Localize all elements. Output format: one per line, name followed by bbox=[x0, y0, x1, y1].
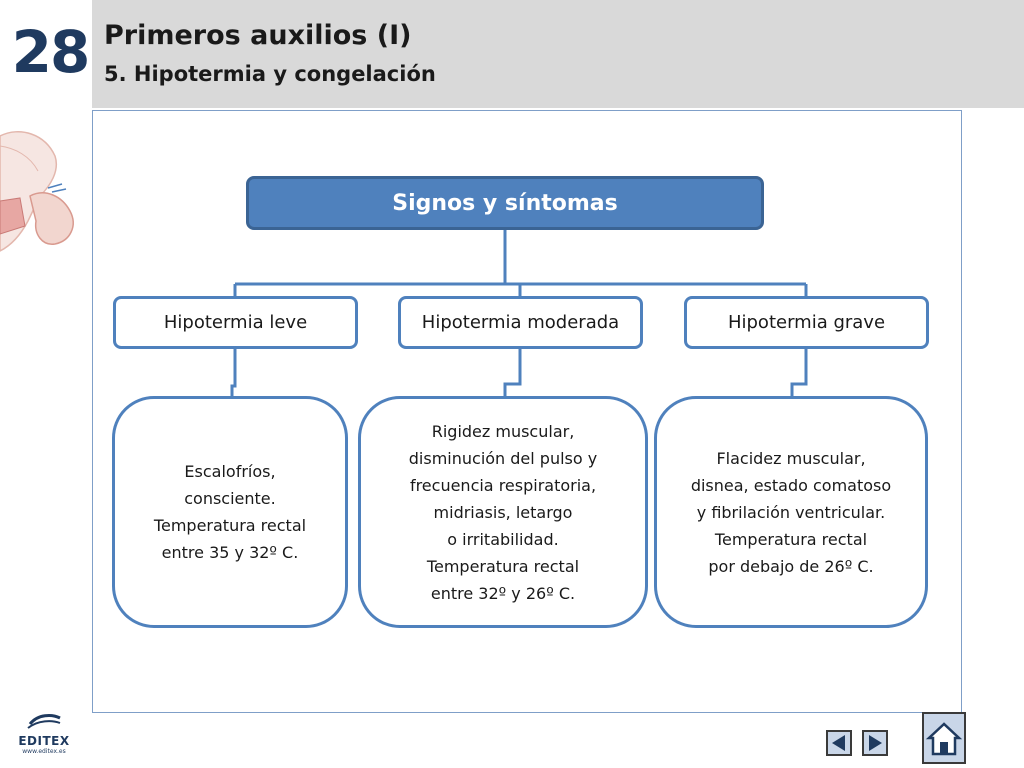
page-subtitle: 5. Hipotermia y congelación bbox=[104, 62, 436, 86]
home-icon bbox=[925, 722, 963, 756]
prev-arrow-icon bbox=[832, 735, 845, 751]
prev-button[interactable] bbox=[826, 730, 852, 756]
next-arrow-icon bbox=[869, 735, 882, 751]
detail-hipotermia-grave: Flacidez muscular, disnea, estado comato… bbox=[654, 396, 928, 628]
chapter-number: 28 bbox=[11, 18, 91, 86]
home-button[interactable] bbox=[922, 712, 966, 764]
logo-url: www.editex.es bbox=[22, 748, 66, 755]
root-node: Signos y síntomas bbox=[246, 176, 764, 230]
moderada-detail-connector bbox=[503, 349, 522, 396]
detail-grave-text: Flacidez muscular, disnea, estado comato… bbox=[690, 448, 892, 576]
category-hipotermia-leve: Hipotermia leve bbox=[113, 296, 358, 349]
header-bar bbox=[92, 0, 1024, 108]
next-button[interactable] bbox=[862, 730, 888, 756]
editex-logo: EDITEX www.editex.es bbox=[12, 712, 76, 755]
grave-detail-connector bbox=[790, 349, 808, 396]
category-hipotermia-moderada: Hipotermia moderada bbox=[398, 296, 643, 349]
category-hipotermia-grave: Hipotermia grave bbox=[684, 296, 929, 349]
detail-leve-text: Escalofríos, consciente. Temperatura rec… bbox=[153, 462, 307, 562]
detail-hipotermia-leve: Escalofríos, consciente. Temperatura rec… bbox=[112, 396, 348, 628]
detail-moderada-text: Rigidez muscular, disminución del pulso … bbox=[408, 421, 598, 603]
logo-text: EDITEX bbox=[18, 734, 70, 748]
detail-hipotermia-moderada: Rigidez muscular, disminución del pulso … bbox=[358, 396, 648, 628]
leve-detail-connector bbox=[230, 349, 237, 396]
page-title: Primeros auxilios (I) bbox=[104, 20, 412, 51]
first-aid-illustration-icon bbox=[0, 131, 74, 252]
editex-logo-icon bbox=[27, 714, 61, 729]
